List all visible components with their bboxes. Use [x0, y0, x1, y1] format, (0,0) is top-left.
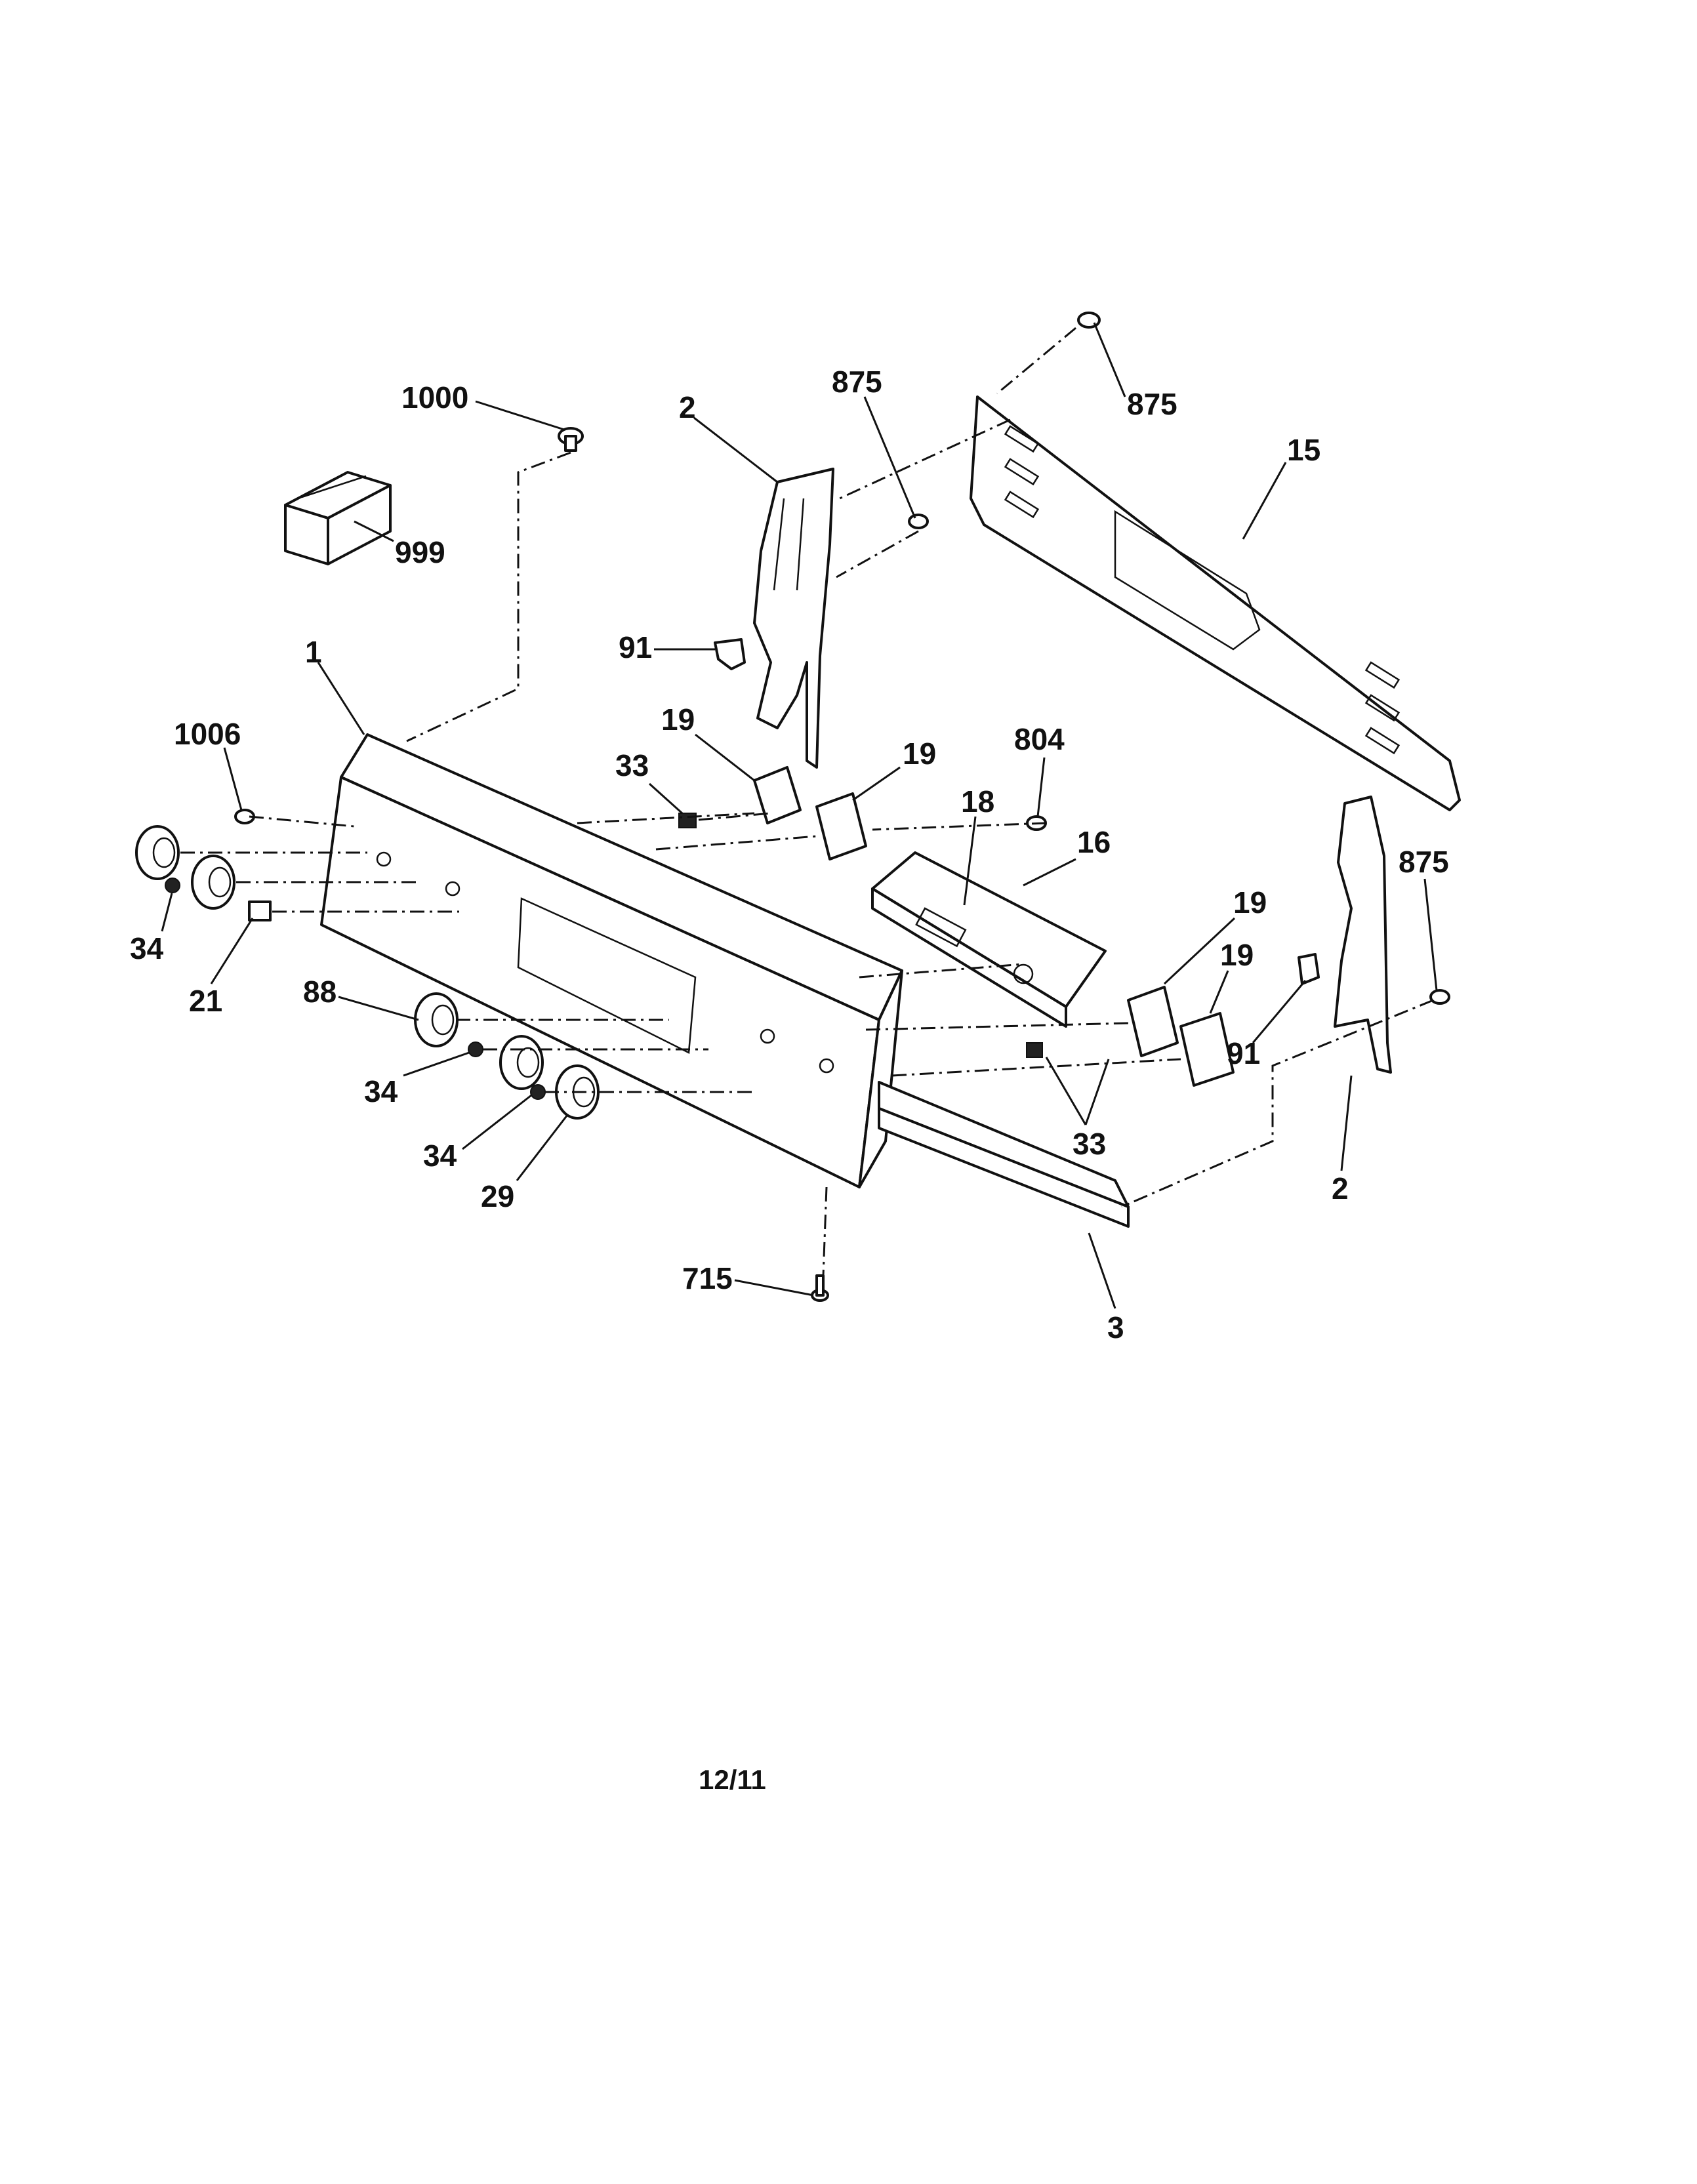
callout-34-middle: 34	[364, 1074, 398, 1108]
part-1-control-panel	[320, 733, 903, 1188]
part-16-control-board	[871, 851, 1107, 1028]
callout-34-left: 34	[130, 931, 164, 965]
callout-875-right: 875	[1399, 845, 1449, 879]
callout-34-lower: 34	[423, 1139, 457, 1173]
callout-1: 1	[305, 635, 322, 669]
part-34-bushing-a	[165, 878, 180, 893]
part-2-end-cap-right	[1334, 796, 1392, 1074]
knob-upper-left-a	[135, 825, 180, 880]
part-88-knob	[414, 992, 459, 1047]
knob-upper-left-b	[191, 855, 235, 910]
page-code: 12/11	[699, 1764, 766, 1795]
part-33-clip-b	[1026, 1042, 1043, 1058]
callout-875-upper-right: 875	[1127, 387, 1177, 421]
part-875-screw-c	[1429, 989, 1450, 1005]
part-33-clip-a	[678, 813, 697, 828]
part-715-screw	[811, 1274, 829, 1302]
callout-16: 16	[1077, 825, 1111, 859]
part-91-clip-left	[714, 638, 746, 670]
callout-3: 3	[1107, 1310, 1124, 1345]
leader-lines	[161, 322, 1438, 1309]
callout-2-lower: 2	[1332, 1171, 1349, 1205]
part-21-switch	[248, 900, 272, 921]
part-91-clip-right	[1298, 953, 1320, 985]
callout-91-upper: 91	[619, 630, 652, 664]
part-2-end-cap-left	[753, 468, 834, 769]
callout-33-upper: 33	[615, 748, 649, 782]
callout-1000: 1000	[401, 380, 468, 415]
callout-715: 715	[682, 1261, 733, 1295]
part-19-switch-b	[815, 792, 867, 860]
part-19-switch-d	[1179, 1012, 1235, 1087]
callout-1006: 1006	[174, 717, 241, 751]
callout-33-lower: 33	[1073, 1127, 1106, 1161]
callout-19-d: 19	[1220, 938, 1254, 972]
callout-999: 999	[395, 535, 445, 569]
part-19-switch-a	[753, 766, 802, 824]
part-19-switch-c	[1127, 986, 1179, 1057]
callout-875-upper: 875	[832, 365, 882, 399]
part-875-screw-a	[908, 514, 929, 529]
assembly-lines	[180, 327, 1434, 1276]
callout-15: 15	[1287, 433, 1320, 467]
callout-19-c: 19	[1233, 885, 1267, 920]
part-34-bushing-b	[468, 1041, 483, 1057]
callout-21: 21	[189, 984, 222, 1018]
callout-19-b: 19	[903, 737, 936, 771]
knob-lower-a	[499, 1035, 544, 1090]
callout-91-lower: 91	[1227, 1036, 1260, 1070]
callout-88: 88	[303, 975, 337, 1009]
callout-29: 29	[481, 1179, 514, 1213]
callout-18: 18	[961, 784, 994, 819]
part-999-box	[284, 471, 392, 565]
callout-804: 804	[1014, 722, 1065, 756]
part-3-trim	[878, 1081, 1130, 1228]
part-1000-screw	[558, 427, 584, 452]
part-15-rear-panel	[970, 395, 1461, 811]
part-34-bushing-c	[530, 1084, 546, 1100]
part-875-screw-b	[1077, 312, 1101, 329]
callout-19-a: 19	[661, 702, 695, 737]
callout-2-upper: 2	[679, 390, 696, 424]
